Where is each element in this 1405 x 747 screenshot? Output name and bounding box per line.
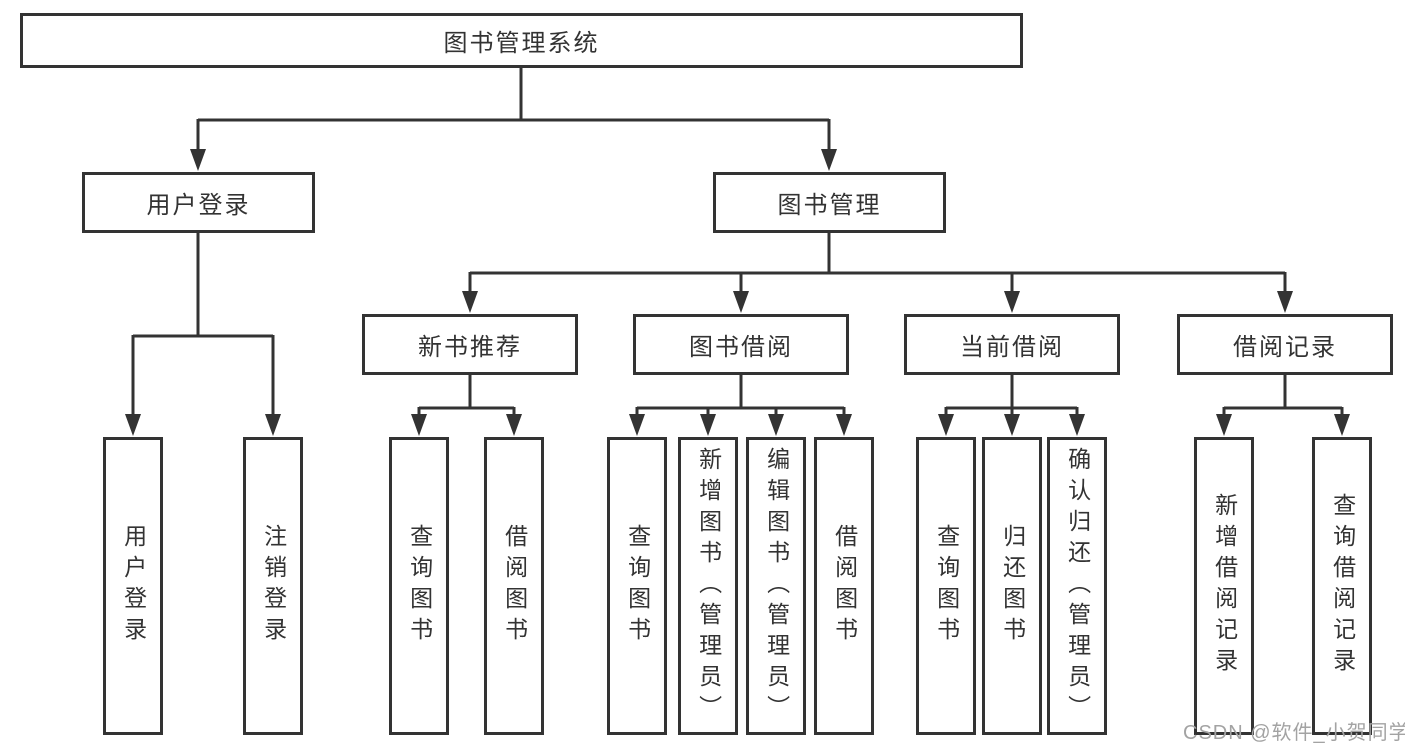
leaf-query-books-3: 查询图书 <box>916 437 976 735</box>
leaf-label: 注销登录 <box>260 524 287 648</box>
leaf-label: 查询图书 <box>933 524 960 648</box>
leaf-label: 查询图书 <box>406 524 433 648</box>
leaf-query-books: 查询图书 <box>389 437 449 735</box>
leaf-borrow-books: 借阅图书 <box>484 437 544 735</box>
leaf-label: 确认归还（管理员） <box>1064 446 1091 726</box>
leaf-add-borrow-record: 新增借阅记录 <box>1194 437 1254 735</box>
leaf-label: 编辑图书（管理员） <box>763 446 790 726</box>
leaf-return-book: 归还图书 <box>982 437 1042 735</box>
node-label: 图书管理系统 <box>443 30 600 57</box>
leaf-label: 用户登录 <box>120 524 147 648</box>
node-new-book-recommend: 新书推荐 <box>362 314 578 375</box>
leaf-label: 查询图书 <box>624 524 651 648</box>
node-book-borrow: 图书借阅 <box>633 314 849 375</box>
leaf-label: 新增借阅记录 <box>1211 493 1238 679</box>
leaf-add-book-admin: 新增图书（管理员） <box>678 437 738 735</box>
leaf-query-borrow-record: 查询借阅记录 <box>1312 437 1372 735</box>
leaf-confirm-return-admin: 确认归还（管理员） <box>1047 437 1107 735</box>
node-label: 借阅记录 <box>1233 334 1337 361</box>
leaf-label: 借阅图书 <box>501 524 528 648</box>
node-book-management: 图书管理 <box>713 172 946 233</box>
leaf-label: 借阅图书 <box>831 524 858 648</box>
node-label: 当前借阅 <box>960 334 1064 361</box>
leaf-query-books-2: 查询图书 <box>607 437 667 735</box>
csdn-watermark: CSDN @软件_小贺同学 <box>1183 722 1405 744</box>
leaf-borrow-books-2: 借阅图书 <box>814 437 874 735</box>
node-root: 图书管理系统 <box>20 13 1023 68</box>
leaf-label: 新增图书（管理员） <box>695 446 722 726</box>
leaf-logout: 注销登录 <box>243 437 303 735</box>
leaf-label: 查询借阅记录 <box>1329 493 1356 679</box>
leaf-user-login: 用户登录 <box>103 437 163 735</box>
node-user-login: 用户登录 <box>82 172 315 233</box>
node-label: 图书管理 <box>777 192 882 219</box>
node-label: 新书推荐 <box>418 334 522 361</box>
leaf-edit-book-admin: 编辑图书（管理员） <box>746 437 806 735</box>
node-label: 用户登录 <box>146 192 251 219</box>
node-label: 图书借阅 <box>689 334 793 361</box>
leaf-label: 归还图书 <box>999 524 1026 648</box>
node-current-borrow: 当前借阅 <box>904 314 1120 375</box>
node-borrow-records: 借阅记录 <box>1177 314 1393 375</box>
